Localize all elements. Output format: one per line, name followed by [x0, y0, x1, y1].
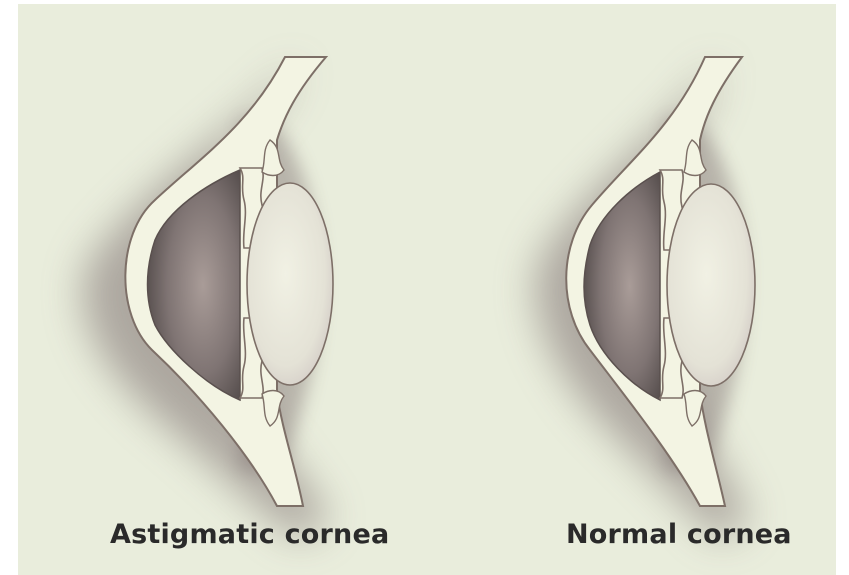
normal-lens [667, 184, 755, 386]
normal-cornea-label: Normal cornea [566, 519, 792, 550]
normal-eye [535, 57, 755, 540]
astigmatic-cornea-label: Astigmatic cornea [110, 519, 389, 550]
astigmatic-lens [247, 183, 333, 385]
astigmatic-eye [83, 57, 333, 540]
